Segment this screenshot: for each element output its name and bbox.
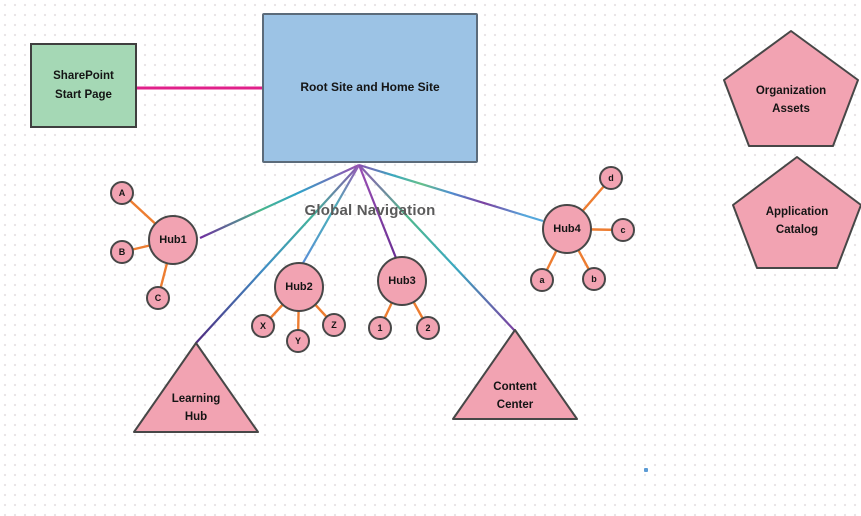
- hub1-label: Hub1: [159, 234, 187, 246]
- start-page-label-line1: SharePoint: [53, 70, 114, 83]
- hub2-satellite-z-label: Z: [331, 320, 337, 330]
- hub4-satellite-c-label: c: [620, 225, 626, 235]
- nav-line-content-center: [358, 164, 516, 332]
- hub2-satellite-x-label: X: [259, 321, 266, 331]
- hub3-satellite-1: 1: [368, 316, 392, 340]
- hub4-circle: Hub4: [542, 204, 592, 254]
- nav-line-learning-hub: [195, 164, 360, 344]
- hub3-satellite-2: 2: [416, 316, 440, 340]
- hub1-circle: Hub1: [148, 215, 198, 265]
- hub4-satellite-d: d: [599, 166, 623, 190]
- hub4-satellite-b: b: [582, 267, 606, 291]
- hub2-label: Hub2: [285, 281, 313, 293]
- learning-hub-label-line1: Learning: [171, 393, 221, 405]
- nav-line-hub1: [199, 164, 360, 239]
- hub2-satellite-y: Y: [286, 329, 310, 353]
- nav-line-hub3: [357, 164, 398, 259]
- hub3-satellite-1-label: 1: [377, 323, 383, 333]
- hub1-satellite-a: A: [110, 181, 134, 205]
- application-catalog-label: Application Catalog: [737, 203, 857, 240]
- hub2-satellite-y-label: Y: [294, 336, 301, 346]
- content-center-label: Content Center: [465, 378, 565, 415]
- hub4-label: Hub4: [553, 223, 581, 235]
- hub2-satellite-z: Z: [322, 313, 346, 337]
- organization-assets-label: Organization Assets: [731, 82, 851, 119]
- nav-line-hub2: [302, 164, 360, 264]
- application-catalog-pentagon: [732, 156, 861, 269]
- nav-line-hub4: [358, 163, 544, 223]
- hub4-satellite-b-label: b: [591, 274, 597, 284]
- content-center-label-line2: Center: [496, 399, 534, 412]
- learning-hub-label: Learning Hub: [146, 390, 246, 427]
- hub4-satellite-c: c: [611, 218, 635, 242]
- hub1-satellite-a-label: A: [118, 188, 126, 198]
- hub3-label: Hub3: [388, 275, 416, 287]
- application-catalog-label-line2: Catalog: [775, 224, 819, 237]
- sharepoint-start-page-box: SharePoint Start Page: [30, 43, 137, 128]
- content-center-label-line1: Content: [493, 381, 537, 393]
- application-catalog-label-line1: Application: [765, 206, 829, 218]
- hub4-satellite-a: a: [530, 268, 554, 292]
- learning-hub-label-line2: Hub: [184, 411, 208, 424]
- hub3-circle: Hub3: [377, 256, 427, 306]
- hub4-satellite-d-label: d: [608, 173, 614, 183]
- hub2-satellite-x: X: [251, 314, 275, 338]
- global-navigation-label: Global Navigation: [304, 202, 436, 219]
- organization-assets-label-line1: Organization: [755, 85, 827, 97]
- organization-assets-pentagon: [723, 30, 859, 147]
- stray-dot: [644, 468, 648, 472]
- hub1-satellite-c: C: [146, 286, 170, 310]
- root-site-label: Root Site and Home Site: [300, 80, 440, 95]
- hub1-satellite-c-label: C: [154, 293, 162, 303]
- hub4-satellite-a-label: a: [539, 275, 545, 285]
- hub2-circle: Hub2: [274, 262, 324, 312]
- start-page-label-line2: Start Page: [55, 88, 112, 101]
- hub1-satellite-b: B: [110, 240, 134, 264]
- content-center-triangle: [452, 329, 578, 420]
- root-site-home-site-box: Root Site and Home Site: [262, 13, 478, 163]
- hub1-satellite-b-label: B: [118, 247, 126, 257]
- learning-hub-triangle: [133, 342, 259, 433]
- organization-assets-label-line2: Assets: [772, 103, 810, 116]
- hub3-satellite-2-label: 2: [425, 323, 431, 333]
